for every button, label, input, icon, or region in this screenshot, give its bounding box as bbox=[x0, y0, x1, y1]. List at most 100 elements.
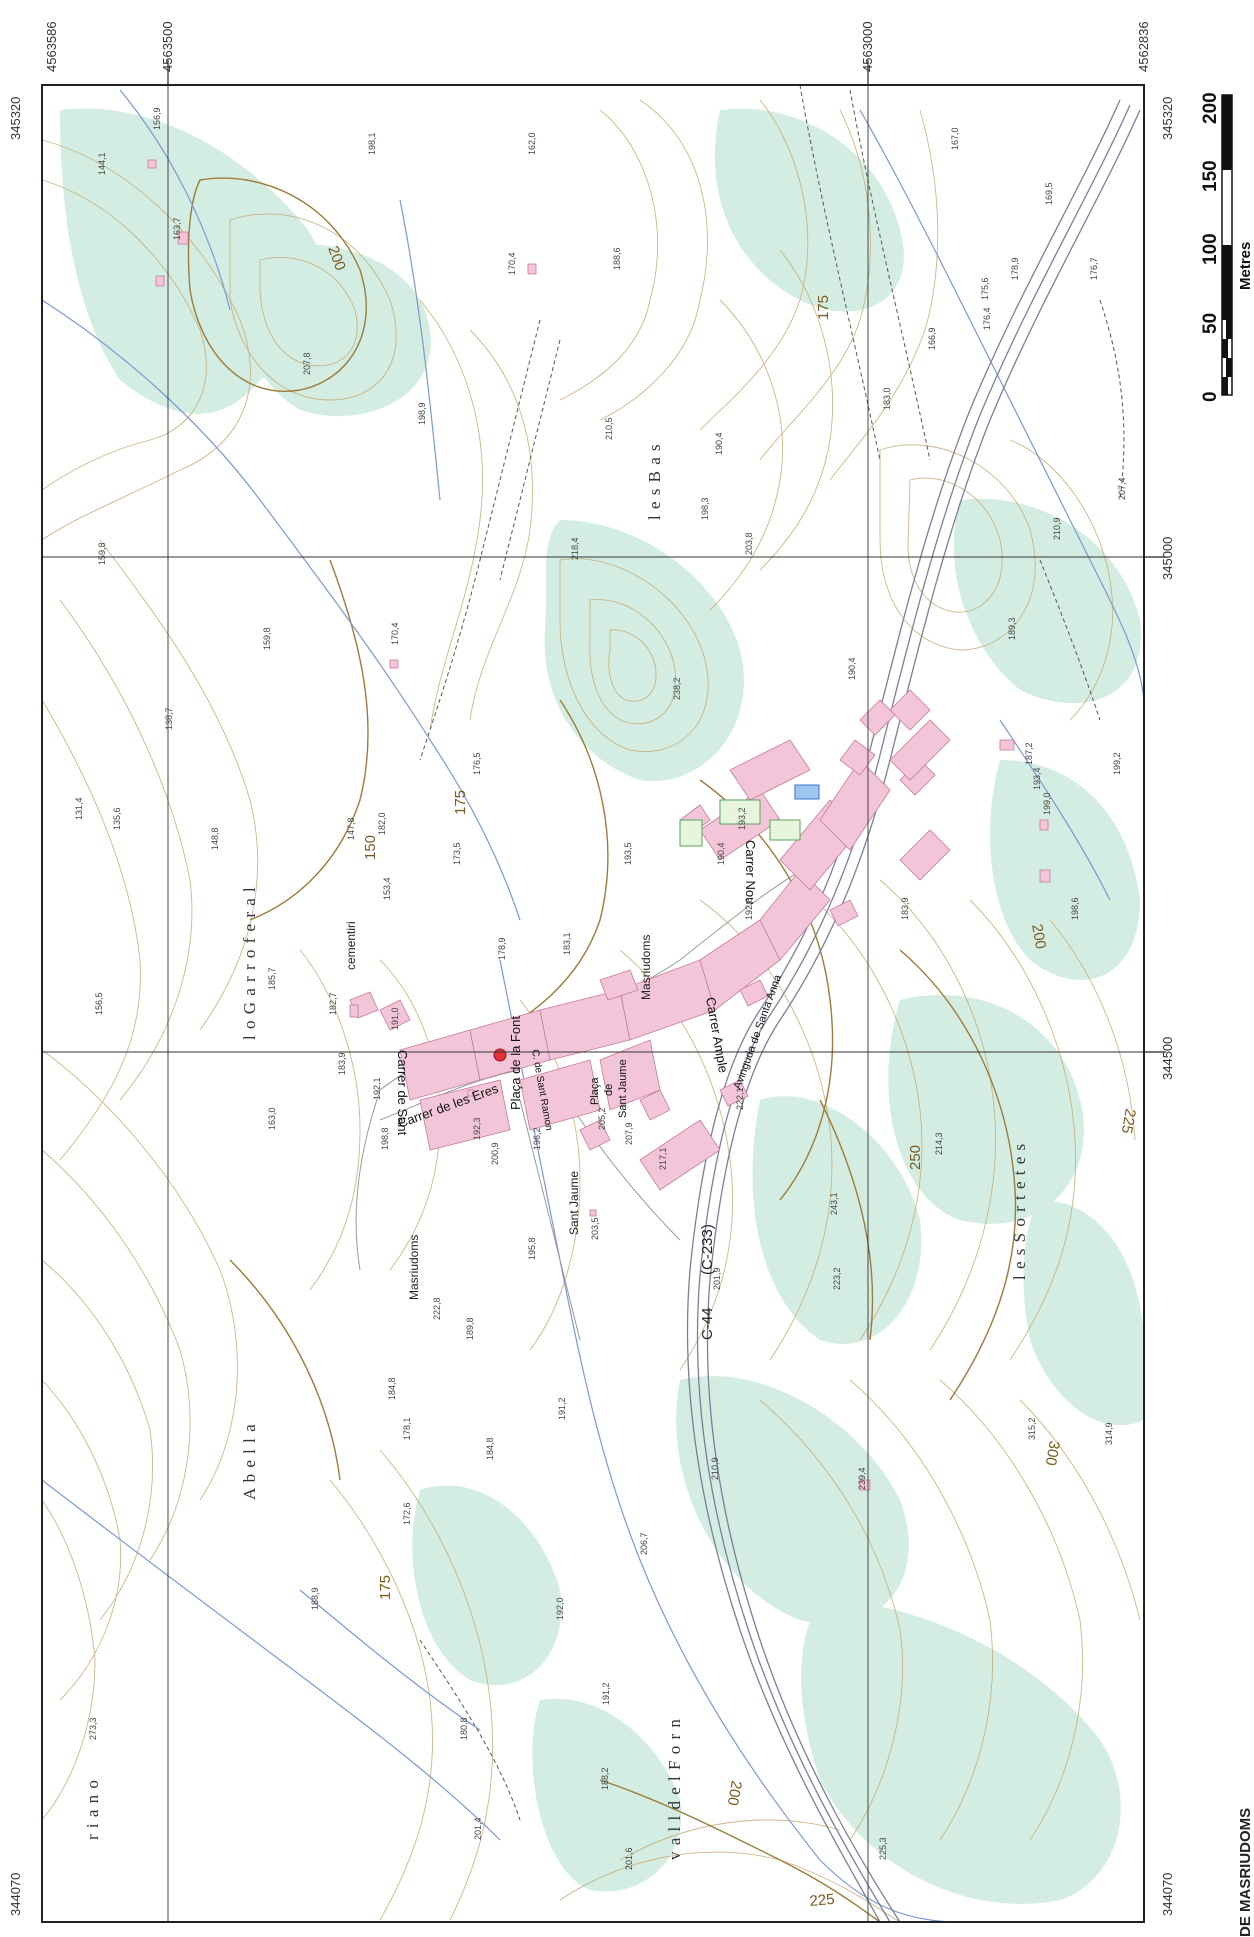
spot-height: 217,1 bbox=[658, 1147, 668, 1170]
spot-height: 196,2 bbox=[532, 1127, 542, 1150]
spot-height: 191,0 bbox=[390, 1007, 400, 1030]
street-placa-font: Plaça de la Font bbox=[508, 1016, 523, 1110]
contour-label-group: 150 175 175 175 200 200 200 225 225 250 … bbox=[324, 244, 1139, 1910]
spot-height: 148,8 bbox=[210, 827, 220, 850]
label-masriudoms-village: Masriudoms bbox=[639, 935, 653, 1000]
spot-height: 183,0 bbox=[882, 387, 892, 410]
spot-height: 198,3 bbox=[700, 497, 710, 520]
scale-unit: Metres bbox=[1237, 242, 1254, 290]
spot-height: 138,7 bbox=[164, 707, 174, 730]
spot-height: 201,4 bbox=[473, 1817, 483, 1840]
spot-height: 173,5 bbox=[452, 842, 462, 865]
label-road-c233: (C-233) bbox=[699, 1224, 716, 1275]
coord-top-left-northing: 4563586 bbox=[44, 21, 59, 72]
spot-height: 187,2 bbox=[1024, 742, 1034, 765]
spot-height: 222,1 bbox=[735, 1087, 745, 1110]
spot-height: 188,9 bbox=[310, 1587, 320, 1610]
spot-height: 198,8 bbox=[380, 1127, 390, 1150]
spot-height: 182,7 bbox=[328, 992, 338, 1015]
contour-label: 150 bbox=[362, 835, 379, 860]
spot-height: 183,9 bbox=[337, 1052, 347, 1075]
spot-height: 159,8 bbox=[262, 627, 272, 650]
spot-height: 203,5 bbox=[590, 1217, 600, 1240]
spot-height: 192,8 bbox=[744, 897, 754, 920]
spot-height: 189,3 bbox=[1007, 617, 1017, 640]
spot-height: 314,9 bbox=[1104, 1422, 1114, 1445]
spot-height: 183,1 bbox=[562, 932, 572, 955]
contour-label: 225 bbox=[1118, 1107, 1139, 1135]
spot-height: 191,2 bbox=[557, 1397, 567, 1420]
spot-height: 201,6 bbox=[624, 1847, 634, 1870]
spot-height: 163,7 bbox=[172, 217, 182, 240]
spot-height: 193,4 bbox=[1032, 767, 1042, 790]
spot-height: 200,9 bbox=[490, 1142, 500, 1165]
street-placa-sant-jaume-2: de bbox=[603, 1084, 615, 1096]
spot-height: 210,9 bbox=[710, 1457, 720, 1480]
spot-height: 189,8 bbox=[465, 1317, 475, 1340]
spot-height: 198,1 bbox=[367, 132, 377, 155]
spot-height: 198,6 bbox=[1070, 897, 1080, 920]
contour-label: 225 bbox=[809, 1891, 835, 1910]
coord-right-bottom-easting: 344070 bbox=[1160, 1873, 1175, 1916]
coord-top-right-northing: 4562836 bbox=[1136, 21, 1151, 72]
contour-label: 200 bbox=[724, 1779, 745, 1807]
spot-height: 180,8 bbox=[459, 1717, 469, 1740]
spot-height: 135,6 bbox=[112, 807, 122, 830]
coord-left-bottom-easting: 344070 bbox=[8, 1873, 23, 1916]
spot-height: 156,9 bbox=[152, 107, 162, 130]
spot-height: 167,0 bbox=[950, 127, 960, 150]
place-bas: l e s B a s bbox=[645, 443, 664, 520]
tracks bbox=[419, 84, 1125, 1821]
coord-top-mid-northing: 4563500 bbox=[160, 21, 175, 72]
spot-height: 162,0 bbox=[527, 132, 537, 155]
street-placa-sant-jaume-3: Sant Jaume bbox=[617, 1059, 629, 1118]
coord-top-right-mid-northing: 4563000 bbox=[860, 21, 875, 72]
spot-height: 163,0 bbox=[267, 1107, 277, 1130]
spot-height: 184,8 bbox=[485, 1437, 495, 1460]
spot-height: 222,8 bbox=[432, 1297, 442, 1320]
spot-height: 218,4 bbox=[570, 537, 580, 560]
fields bbox=[679, 799, 801, 847]
pool bbox=[794, 784, 820, 800]
spot-height: 199,2 bbox=[1112, 752, 1122, 775]
spot-height: 223,2 bbox=[832, 1267, 842, 1290]
spot-height: 225,3 bbox=[878, 1837, 888, 1860]
spot-height: 188,6 bbox=[612, 247, 622, 270]
coord-right-low-easting: 344500 bbox=[1160, 1037, 1175, 1080]
place-abella: A b e l l a bbox=[240, 1423, 259, 1500]
grid-ticks bbox=[167, 60, 1166, 1053]
spot-height: 238,2 bbox=[672, 677, 682, 700]
contour-label: 300 bbox=[1042, 1439, 1063, 1467]
spot-height: 183,9 bbox=[900, 897, 910, 920]
coord-right-mid-easting: 345000 bbox=[1160, 537, 1175, 580]
map-frame bbox=[41, 84, 1145, 1923]
place-forn: v a l l d e l F o r n bbox=[665, 1718, 684, 1860]
street-placa-sant-jaume-1: Plaça bbox=[589, 1077, 601, 1105]
coord-top-left-easting: 345320 bbox=[8, 97, 23, 140]
spot-height: 198,9 bbox=[417, 402, 427, 425]
spot-height: 195,8 bbox=[527, 1237, 537, 1260]
spot-height: 207,8 bbox=[302, 352, 312, 375]
spot-height: 178,9 bbox=[1010, 257, 1020, 280]
place-sortetes: l e s S o r t e t e s bbox=[1010, 1143, 1029, 1280]
main-road bbox=[686, 99, 1141, 1923]
spot-height: 156,5 bbox=[94, 992, 104, 1015]
label-road-c44: C-44 bbox=[699, 1307, 716, 1340]
spot-height: 201,9 bbox=[712, 1267, 722, 1290]
spot-height: 184,8 bbox=[387, 1377, 397, 1400]
spot-height: 210,9 bbox=[1052, 517, 1062, 540]
contour-label: 175 bbox=[452, 790, 469, 815]
scale-label-150: 150 bbox=[1200, 160, 1221, 192]
contour-label: 175 bbox=[377, 1575, 394, 1600]
coord-right-top-easting: 345320 bbox=[1160, 97, 1175, 140]
spot-height: 178,9 bbox=[497, 937, 507, 960]
spot-height: 315,2 bbox=[1027, 1417, 1037, 1440]
spot-height: 182,0 bbox=[377, 812, 387, 835]
spot-height: 185,7 bbox=[267, 967, 277, 990]
place-garrofer: l o G a r r o f e r a l bbox=[240, 886, 259, 1040]
spot-height: 170,4 bbox=[390, 622, 400, 645]
street-carrer-nou: Carrer Nou bbox=[743, 840, 758, 904]
spot-height: 178,1 bbox=[402, 1417, 412, 1440]
spot-height: 190,4 bbox=[847, 657, 857, 680]
